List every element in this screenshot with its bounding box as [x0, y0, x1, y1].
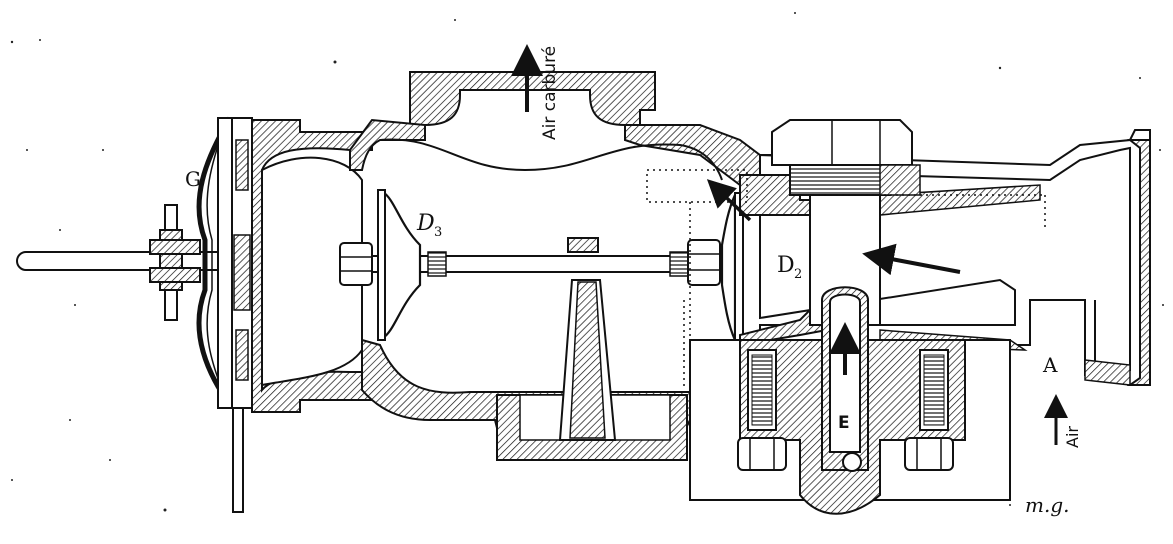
valve-d2 — [720, 192, 744, 344]
paper-specks — [10, 12, 1164, 512]
label-g: G — [185, 167, 201, 191]
top-hex-plug — [771, 119, 921, 196]
label-e: E — [838, 413, 850, 433]
central-support-pillar — [558, 237, 617, 441]
label-d2-subscript: 2 — [794, 267, 802, 282]
jet-tube-e — [821, 286, 869, 472]
lever-arm — [232, 399, 244, 513]
labels: G D 3 D 2 A E Air carburé Air m.g. — [185, 46, 1082, 517]
diaphragm-cover-g — [149, 116, 253, 409]
label-a: A — [1042, 353, 1058, 377]
valve-shaft — [339, 239, 721, 286]
signature: m.g. — [1025, 493, 1069, 517]
label-d2: D — [777, 253, 795, 278]
flow-arrows — [511, 44, 1068, 445]
label-d3: D — [416, 211, 435, 236]
label-d3-subscript: 3 — [434, 225, 442, 240]
label-air: Air — [1063, 426, 1082, 448]
valve-d3 — [377, 189, 422, 341]
label-air-carbure: Air carburé — [540, 46, 560, 140]
